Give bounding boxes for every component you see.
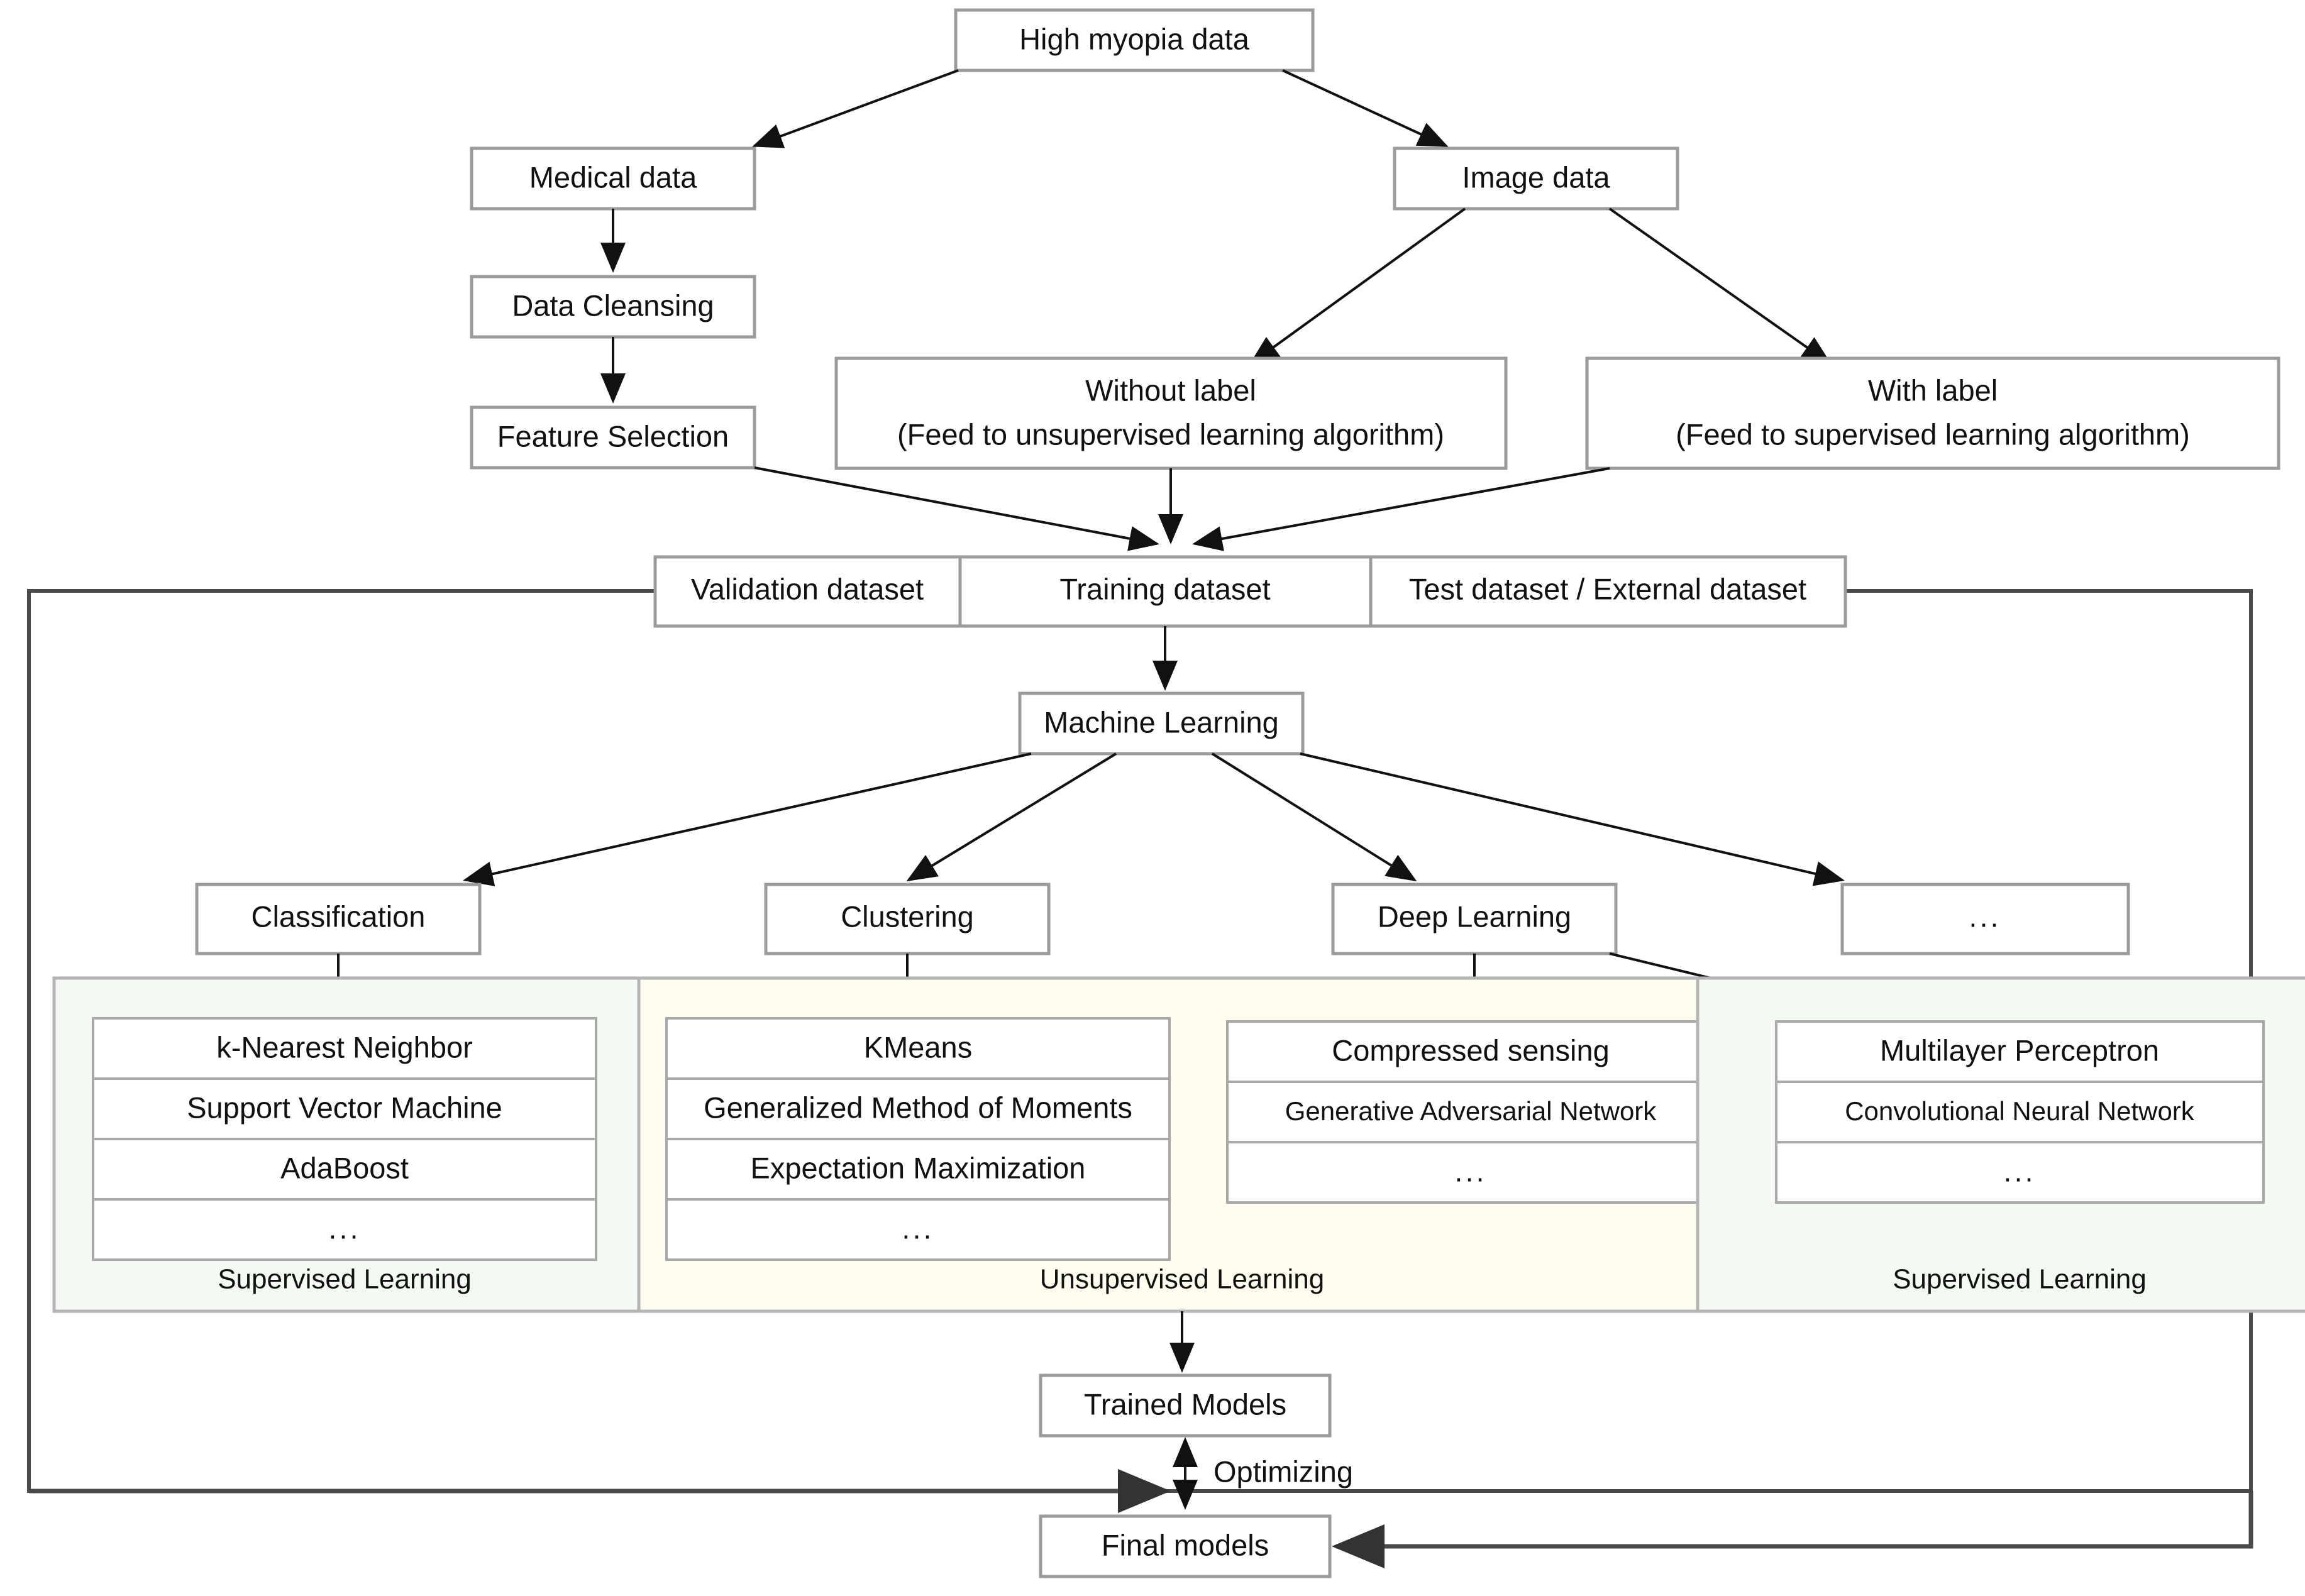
panel-supervised-deep-learning: Multilayer Perceptron Convolutional Neur…: [1696, 976, 2305, 1313]
node-label-root: High myopia data: [1019, 22, 1250, 55]
method-item: ...: [328, 1211, 360, 1245]
node-label-classification: Classification: [252, 900, 426, 933]
node-feature-selection[interactable]: Feature Selection: [470, 405, 756, 470]
panel-unsupervised-learning: KMeans Generalized Method of Moments Exp…: [637, 976, 1716, 1313]
node-label-test-dataset: Test dataset / External dataset: [1409, 572, 1806, 605]
node-label-training-dataset: Training dataset: [1059, 572, 1270, 605]
method-list-clustering: KMeans Generalized Method of Moments Exp…: [665, 1017, 1171, 1261]
node-label-validation-dataset: Validation dataset: [691, 572, 924, 605]
panel-footer-label: Supervised Learning: [218, 1264, 472, 1295]
node-trained-models[interactable]: Trained Models: [1039, 1373, 1332, 1438]
method-item: Convolutional Neural Network: [1845, 1096, 2195, 1126]
panel-supervised-classification: k-Nearest Neighbor Support Vector Machin…: [52, 976, 641, 1313]
node-label-data-cleansing: Data Cleansing: [512, 289, 714, 322]
method-item: Multilayer Perceptron: [1880, 1033, 2159, 1067]
panel-footer-label: Unsupervised Learning: [1040, 1264, 1325, 1295]
method-item: ...: [2003, 1154, 2035, 1187]
method-item: Expectation Maximization: [751, 1151, 1086, 1184]
edge-label-optimizing: Optimizing: [1213, 1455, 1353, 1488]
method-list-classification: k-Nearest Neighbor Support Vector Machin…: [92, 1017, 597, 1261]
node-label-final-models: Final models: [1102, 1528, 1269, 1561]
edge-ml-to-clustering: [906, 752, 1117, 882]
node-label-without-label-sub: (Feed to unsupervised learning algorithm…: [897, 417, 1444, 451]
method-list-deep-learning-supervised: Multilayer Perceptron Convolutional Neur…: [1775, 1020, 2265, 1204]
node-high-myopia-data[interactable]: High myopia data: [954, 8, 1315, 72]
node-label-with-label-sub: (Feed to supervised learning algorithm): [1676, 417, 2190, 451]
node-label-trained-models: Trained Models: [1084, 1387, 1286, 1421]
method-item: k-Nearest Neighbor: [216, 1030, 473, 1064]
node-medical-data[interactable]: Medical data: [470, 146, 756, 211]
node-label-with-label-title: With label: [1868, 373, 1998, 407]
edge-ml-to-classification: [463, 752, 1032, 886]
method-item: Generalized Method of Moments: [704, 1091, 1132, 1124]
edge-with-label-to-training: [1192, 467, 1610, 551]
method-item: ...: [902, 1211, 934, 1245]
edge-image-to-without-label: [1249, 207, 1466, 365]
node-machine-learning[interactable]: Machine Learning: [1018, 691, 1305, 756]
node-label-without-label-title: Without label: [1085, 373, 1256, 407]
node-clustering[interactable]: Clustering: [764, 883, 1051, 955]
node-final-models[interactable]: Final models: [1039, 1514, 1332, 1578]
node-validation-dataset[interactable]: Validation dataset: [653, 555, 962, 628]
node-test-dataset[interactable]: Test dataset / External dataset: [1369, 555, 1847, 628]
node-with-label[interactable]: With label (Feed to supervised learning …: [1585, 356, 2280, 470]
node-without-label[interactable]: Without label (Feed to unsupervised lear…: [834, 356, 1508, 470]
node-training-dataset[interactable]: Training dataset: [958, 555, 1373, 628]
method-item: AdaBoost: [280, 1151, 409, 1184]
node-label-machine-learning: Machine Learning: [1044, 705, 1279, 739]
node-more-categories[interactable]: ...: [1840, 883, 2130, 955]
edge-image-to-with-label: [1608, 207, 1832, 365]
edge-optimizing: Optimizing: [1173, 1437, 1353, 1510]
node-classification[interactable]: Classification: [195, 883, 482, 955]
node-label-more-categories: ...: [1969, 900, 2001, 933]
edge-root-to-medical: [752, 69, 959, 148]
method-item: Generative Adversarial Network: [1285, 1096, 1657, 1126]
method-item: KMeans: [864, 1030, 972, 1064]
node-deep-learning[interactable]: Deep Learning: [1331, 883, 1618, 955]
method-list-deep-learning-unsupervised: Compressed sensing Generative Adversaria…: [1226, 1020, 1716, 1204]
node-label-medical-data: Medical data: [529, 160, 697, 194]
node-label-clustering: Clustering: [841, 900, 974, 933]
node-label-image-data: Image data: [1462, 160, 1610, 194]
node-label-feature-selection: Feature Selection: [497, 419, 729, 453]
panel-footer-label: Supervised Learning: [1893, 1264, 2147, 1295]
method-item: Compressed sensing: [1332, 1033, 1610, 1067]
edge-ml-to-deep-learning: [1211, 752, 1417, 882]
edge-ml-to-more: [1300, 752, 1845, 886]
method-item: ...: [1454, 1154, 1486, 1187]
node-label-deep-learning: Deep Learning: [1378, 900, 1571, 933]
node-data-cleansing[interactable]: Data Cleansing: [470, 275, 756, 339]
edge-root-to-image: [1282, 69, 1449, 147]
node-image-data[interactable]: Image data: [1393, 146, 1679, 211]
edge-feature-to-training: [754, 466, 1159, 551]
edge-container-to-final-models: [1332, 1491, 2253, 1568]
method-item: Support Vector Machine: [187, 1091, 502, 1124]
